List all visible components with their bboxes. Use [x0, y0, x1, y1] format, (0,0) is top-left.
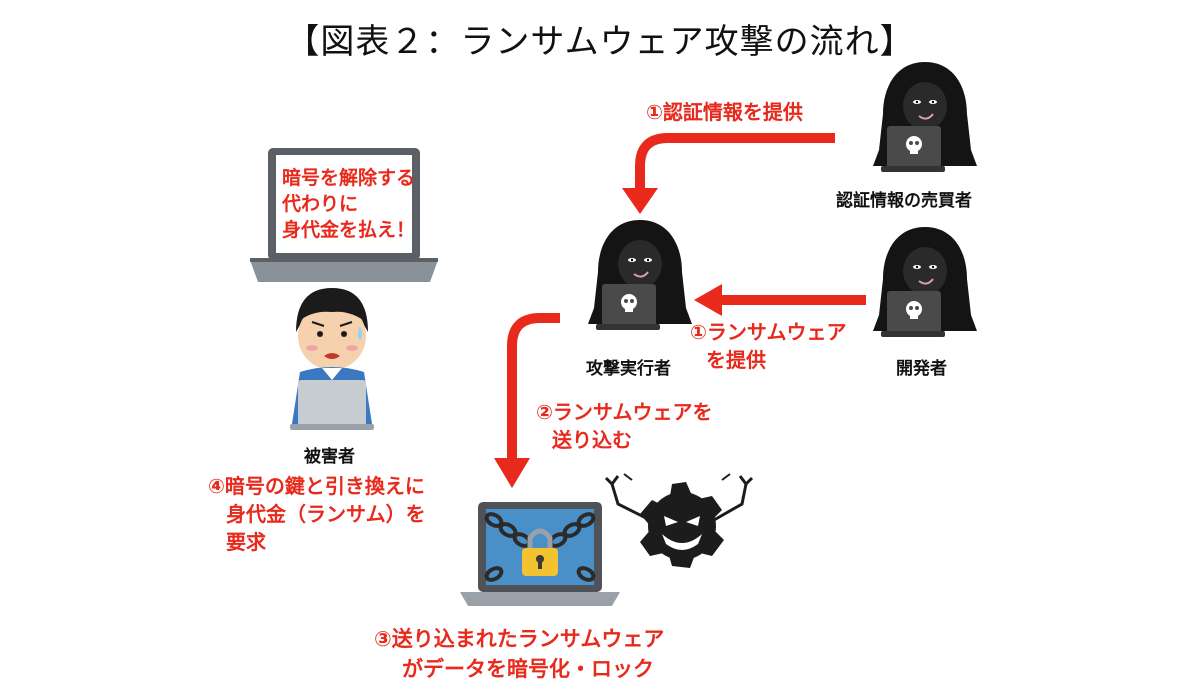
virus-icon [604, 473, 754, 568]
locked-laptop-icon [460, 502, 620, 606]
developer-label: 開発者 [896, 359, 947, 379]
diagram-title: 【図表２：ランサムウェア攻撃の流れ】 [285, 22, 915, 62]
developer-hacker-icon [872, 226, 978, 338]
step2-line-1: ②ランサムウェアを [536, 400, 713, 424]
step4-label: ④暗号の鍵と引き換えに 身代金（ランサム）を 要求 [208, 472, 426, 556]
step3-line-2: がデータを暗号化・ロック [402, 657, 654, 681]
step1-ransomware-label: ①ランサムウェア を提供 [690, 318, 847, 374]
step3-label: ③送り込まれたランサムウェア がデータを暗号化・ロック [374, 624, 664, 684]
ransom-screen-text: 暗号を解除する 代わりに 身代金を払え！ [282, 165, 415, 243]
step4-line-1: ④暗号の鍵と引き換えに [208, 474, 425, 498]
step4-line-3: 要求 [226, 530, 266, 554]
credential-seller-label: 認証情報の売買者 [836, 191, 972, 211]
attacker-hacker-icon [587, 219, 693, 331]
worried-victim-icon [290, 288, 374, 430]
ransom-line-2: 代わりに [282, 193, 359, 215]
victim-label: 被害者 [304, 447, 355, 467]
attacker-label: 攻撃実行者 [586, 359, 671, 379]
step1b-line-1: ①ランサムウェア [690, 320, 847, 344]
step1-credential-label: ①認証情報を提供 [646, 100, 803, 124]
step3-line-1: ③送り込まれたランサムウェア [374, 627, 665, 651]
step2-line-2: 送り込む [552, 428, 632, 452]
arrow-developer-to-attacker [694, 284, 866, 316]
ransom-line-1: 暗号を解除する [282, 167, 416, 189]
ransom-line-3: 身代金を払え！ [282, 219, 416, 241]
arrow-attacker-to-target [494, 313, 560, 488]
credential-seller-hacker-icon [872, 61, 978, 173]
ransom-laptop-icon [250, 148, 438, 282]
step4-line-2: 身代金（ランサム）を [226, 502, 426, 526]
step2-label: ②ランサムウェアを 送り込む [536, 398, 713, 454]
step1b-line-2: を提供 [706, 348, 766, 372]
arrow-credential-to-attacker [622, 133, 835, 214]
